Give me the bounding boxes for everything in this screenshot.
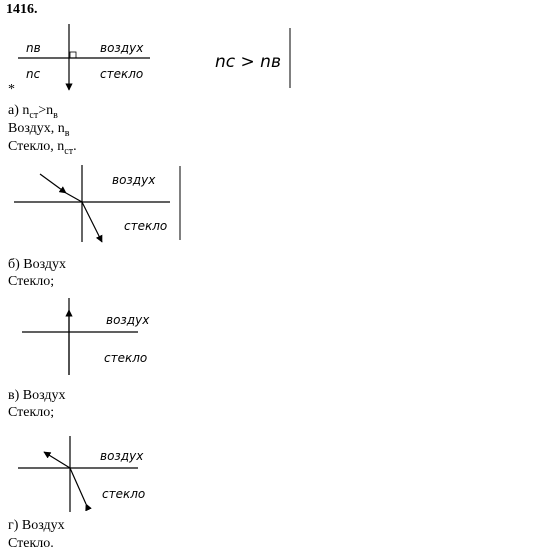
figure-a — [14, 165, 181, 243]
fig-c-glass: стекло — [102, 487, 146, 501]
part-d-air: г) Воздух — [8, 518, 65, 533]
part-d-glass: Стекло. — [8, 536, 54, 551]
part-a-glass: Стекло, nст. — [8, 139, 77, 157]
part-a-air: Воздух, nв — [8, 121, 70, 139]
figure-c — [18, 436, 138, 512]
top-sketch-diagram — [18, 24, 291, 91]
part-c-air: в) Воздух — [8, 388, 66, 403]
figure-b — [22, 298, 138, 375]
relation-label: nс > nв — [215, 52, 281, 72]
part-b-air: б) Воздух — [8, 257, 67, 272]
air-label-top: воздух — [100, 41, 144, 55]
fig-b-air: воздух — [106, 313, 150, 327]
fig-a-glass: стекло — [124, 219, 168, 233]
glass-label-top: стекло — [100, 67, 144, 81]
fig-b-glass: стекло — [104, 351, 148, 365]
problem-number: 1416. — [6, 2, 38, 17]
part-a-label: а) nст>nв — [8, 103, 58, 121]
star-mark: * — [8, 82, 15, 97]
part-b-glass: Стекло; — [8, 274, 55, 289]
n-air-label: nв — [26, 41, 41, 55]
fig-a-air: воздух — [112, 173, 156, 187]
fig-c-air: воздух — [100, 449, 144, 463]
part-c-glass: Стекло; — [8, 405, 55, 420]
n-glass-label: nс — [26, 67, 41, 81]
